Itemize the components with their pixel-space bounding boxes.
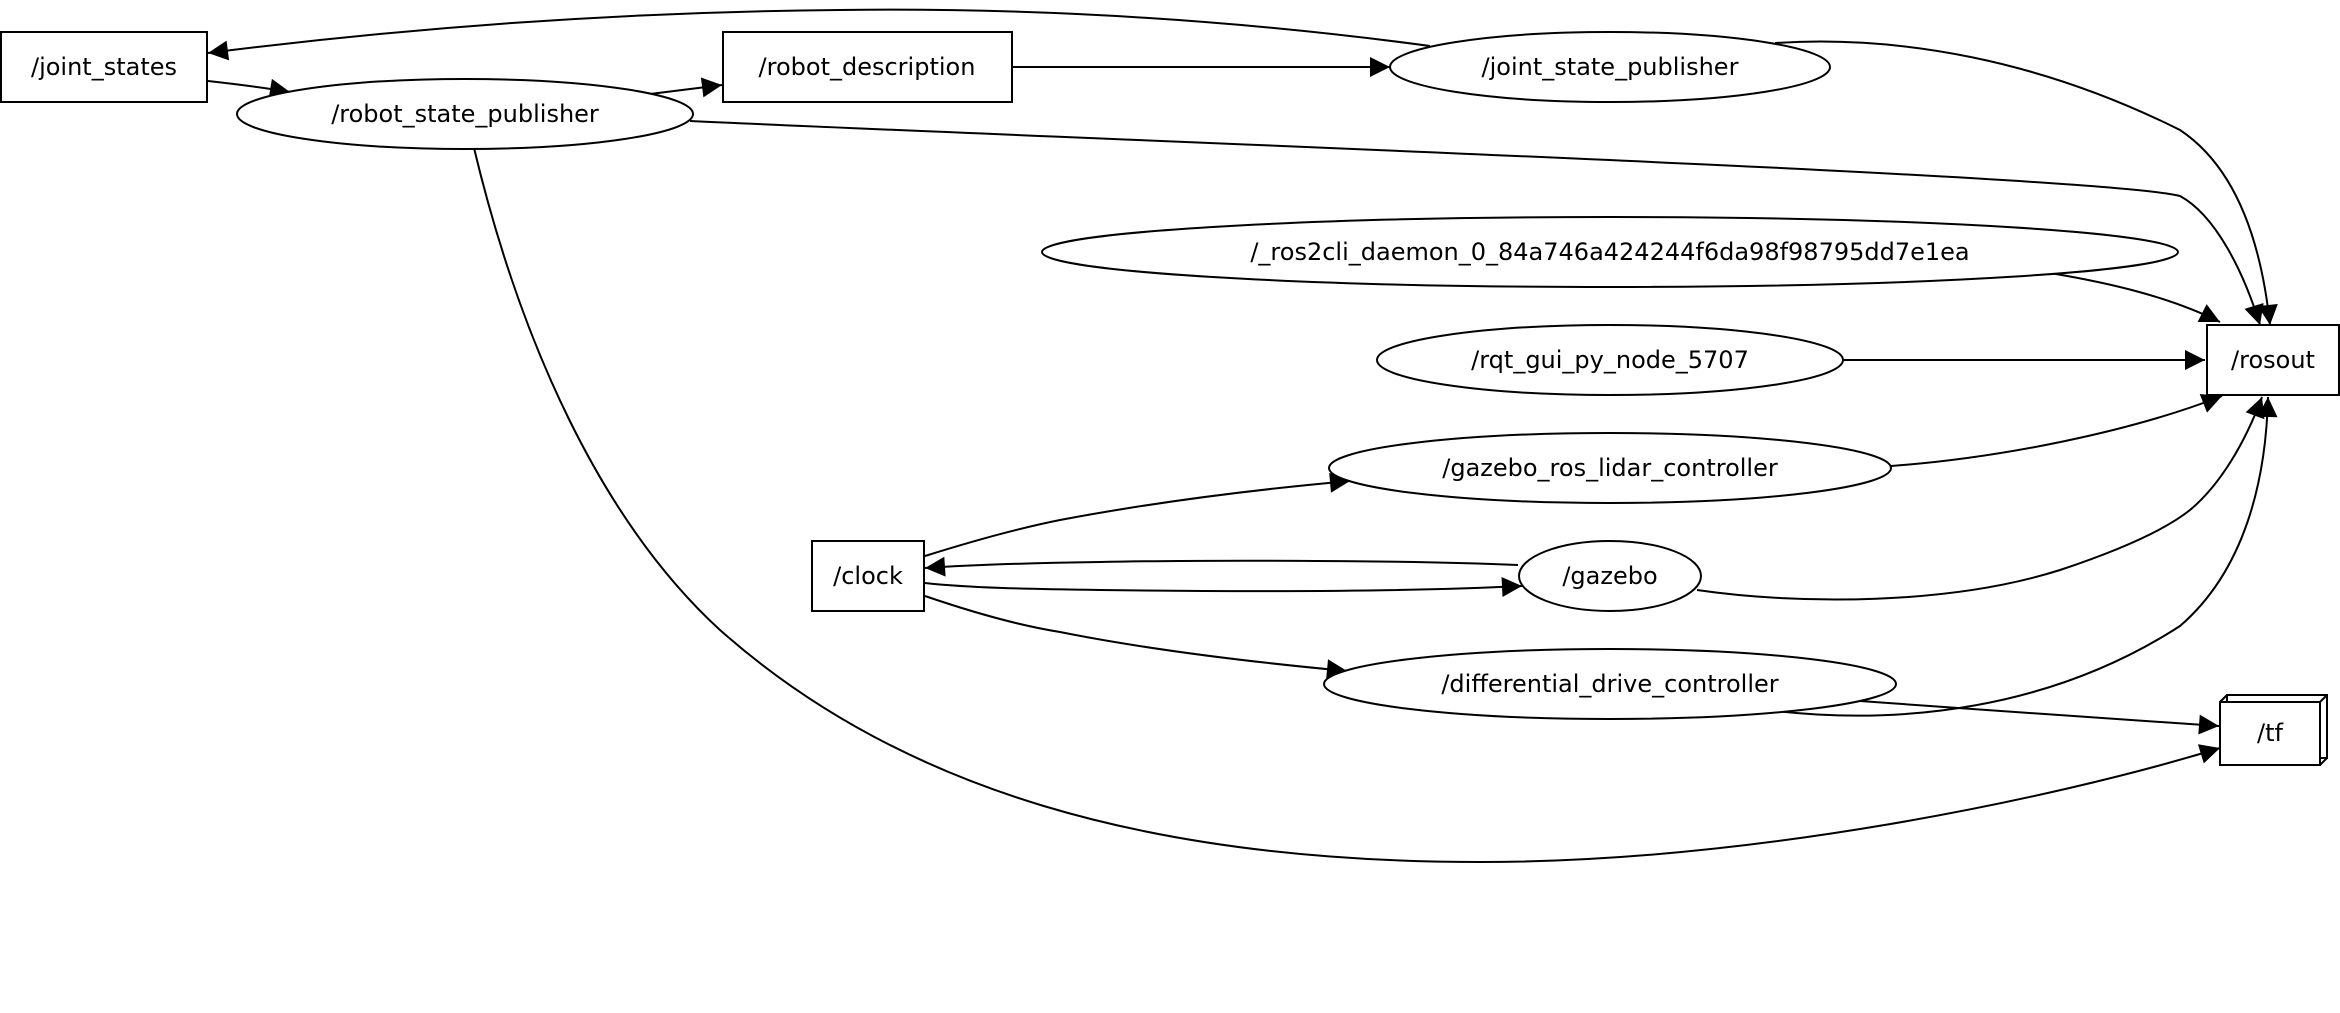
node-ellipse [1376, 324, 1844, 396]
node-gazebo[interactable]: /gazebo [1518, 540, 1702, 612]
edge-clock-to-gazebo [924, 576, 1523, 597]
topic-group-front-box [2219, 701, 2321, 766]
topic-box [722, 31, 1013, 103]
node-robot-state-publisher[interactable]: /robot_state_publisher [236, 78, 694, 150]
edge-ros2cli-daemon-to-rosout [2049, 272, 2221, 323]
edge-gazebo-to-rosout [1696, 396, 2265, 601]
node-ellipse [1518, 540, 1702, 612]
node-label: /_ros2cli_daemon_0_84a746a424244f6da98f9… [1250, 238, 1969, 266]
node-ros2cli-daemon[interactable]: /_ros2cli_daemon_0_84a746a424244f6da98f9… [1041, 216, 2179, 288]
edge-diff-drive-to-tf [1859, 700, 2220, 735]
node-ellipse [236, 78, 694, 150]
topic-rosout[interactable]: /rosout [2206, 324, 2340, 396]
edge-gazebo-to-clock [924, 556, 1519, 577]
topic-group-tf[interactable]: /tf [2219, 694, 2328, 766]
node-label: /clock [833, 562, 903, 590]
node-label: /robot_description [759, 53, 976, 81]
node-label: /rosout [2231, 346, 2315, 374]
node-label: /tf [2257, 719, 2283, 747]
graph-nodes: /joint_states /robot_state_publisher /ro… [0, 31, 2340, 766]
node-ellipse [1041, 216, 2179, 288]
node-label: /differential_drive_controller [1441, 670, 1778, 698]
node-differential-drive-controller[interactable]: /differential_drive_controller [1323, 648, 1897, 720]
edge-gazebo-lidar-to-rosout [1890, 393, 2223, 467]
node-rqt-gui-py-node[interactable]: /rqt_gui_py_node_5707 [1376, 324, 1844, 396]
edge-joint-state-publisher-to-joint-states [207, 8, 1431, 61]
node-label: /joint_state_publisher [1482, 53, 1739, 81]
node-label: /gazebo [1562, 562, 1657, 590]
node-ellipse [1389, 31, 1831, 103]
topic-clock[interactable]: /clock [811, 540, 925, 612]
edge-diff-drive-to-rosout [1775, 396, 2278, 717]
topic-box [2206, 324, 2340, 396]
node-label: /rqt_gui_py_node_5707 [1471, 346, 1749, 374]
edge-robot-state-publisher-to-robot-description [649, 77, 723, 98]
node-gazebo-ros-lidar-controller[interactable]: /gazebo_ros_lidar_controller [1328, 432, 1892, 504]
topic-robot-description[interactable]: /robot_description [722, 31, 1013, 103]
node-joint-state-publisher[interactable]: /joint_state_publisher [1389, 31, 1831, 103]
edge-robot-state-publisher-to-rosout [689, 120, 2264, 326]
edge-joint-states-to-robot-state-publisher [207, 78, 291, 99]
node-ellipse [1323, 648, 1897, 720]
topic-joint-states[interactable]: /joint_states [0, 31, 208, 103]
edge-clock-to-gazebo-lidar [924, 472, 1351, 557]
box-3d-edge [2219, 694, 2228, 703]
topic-box [811, 540, 925, 612]
graph-edges [207, 8, 2278, 864]
topic-box [0, 31, 208, 103]
node-label: /gazebo_ros_lidar_controller [1442, 454, 1778, 482]
edge-joint-state-publisher-to-rosout [1774, 40, 2278, 326]
edge-clock-to-diff-drive [924, 595, 1348, 680]
node-label: /robot_state_publisher [331, 100, 599, 128]
node-ellipse [1328, 432, 1892, 504]
box-3d-edge [2319, 694, 2328, 703]
node-label: /joint_states [31, 53, 177, 81]
edge-robot-state-publisher-to-tf [473, 147, 2221, 864]
box-3d-edge [2319, 757, 2328, 766]
